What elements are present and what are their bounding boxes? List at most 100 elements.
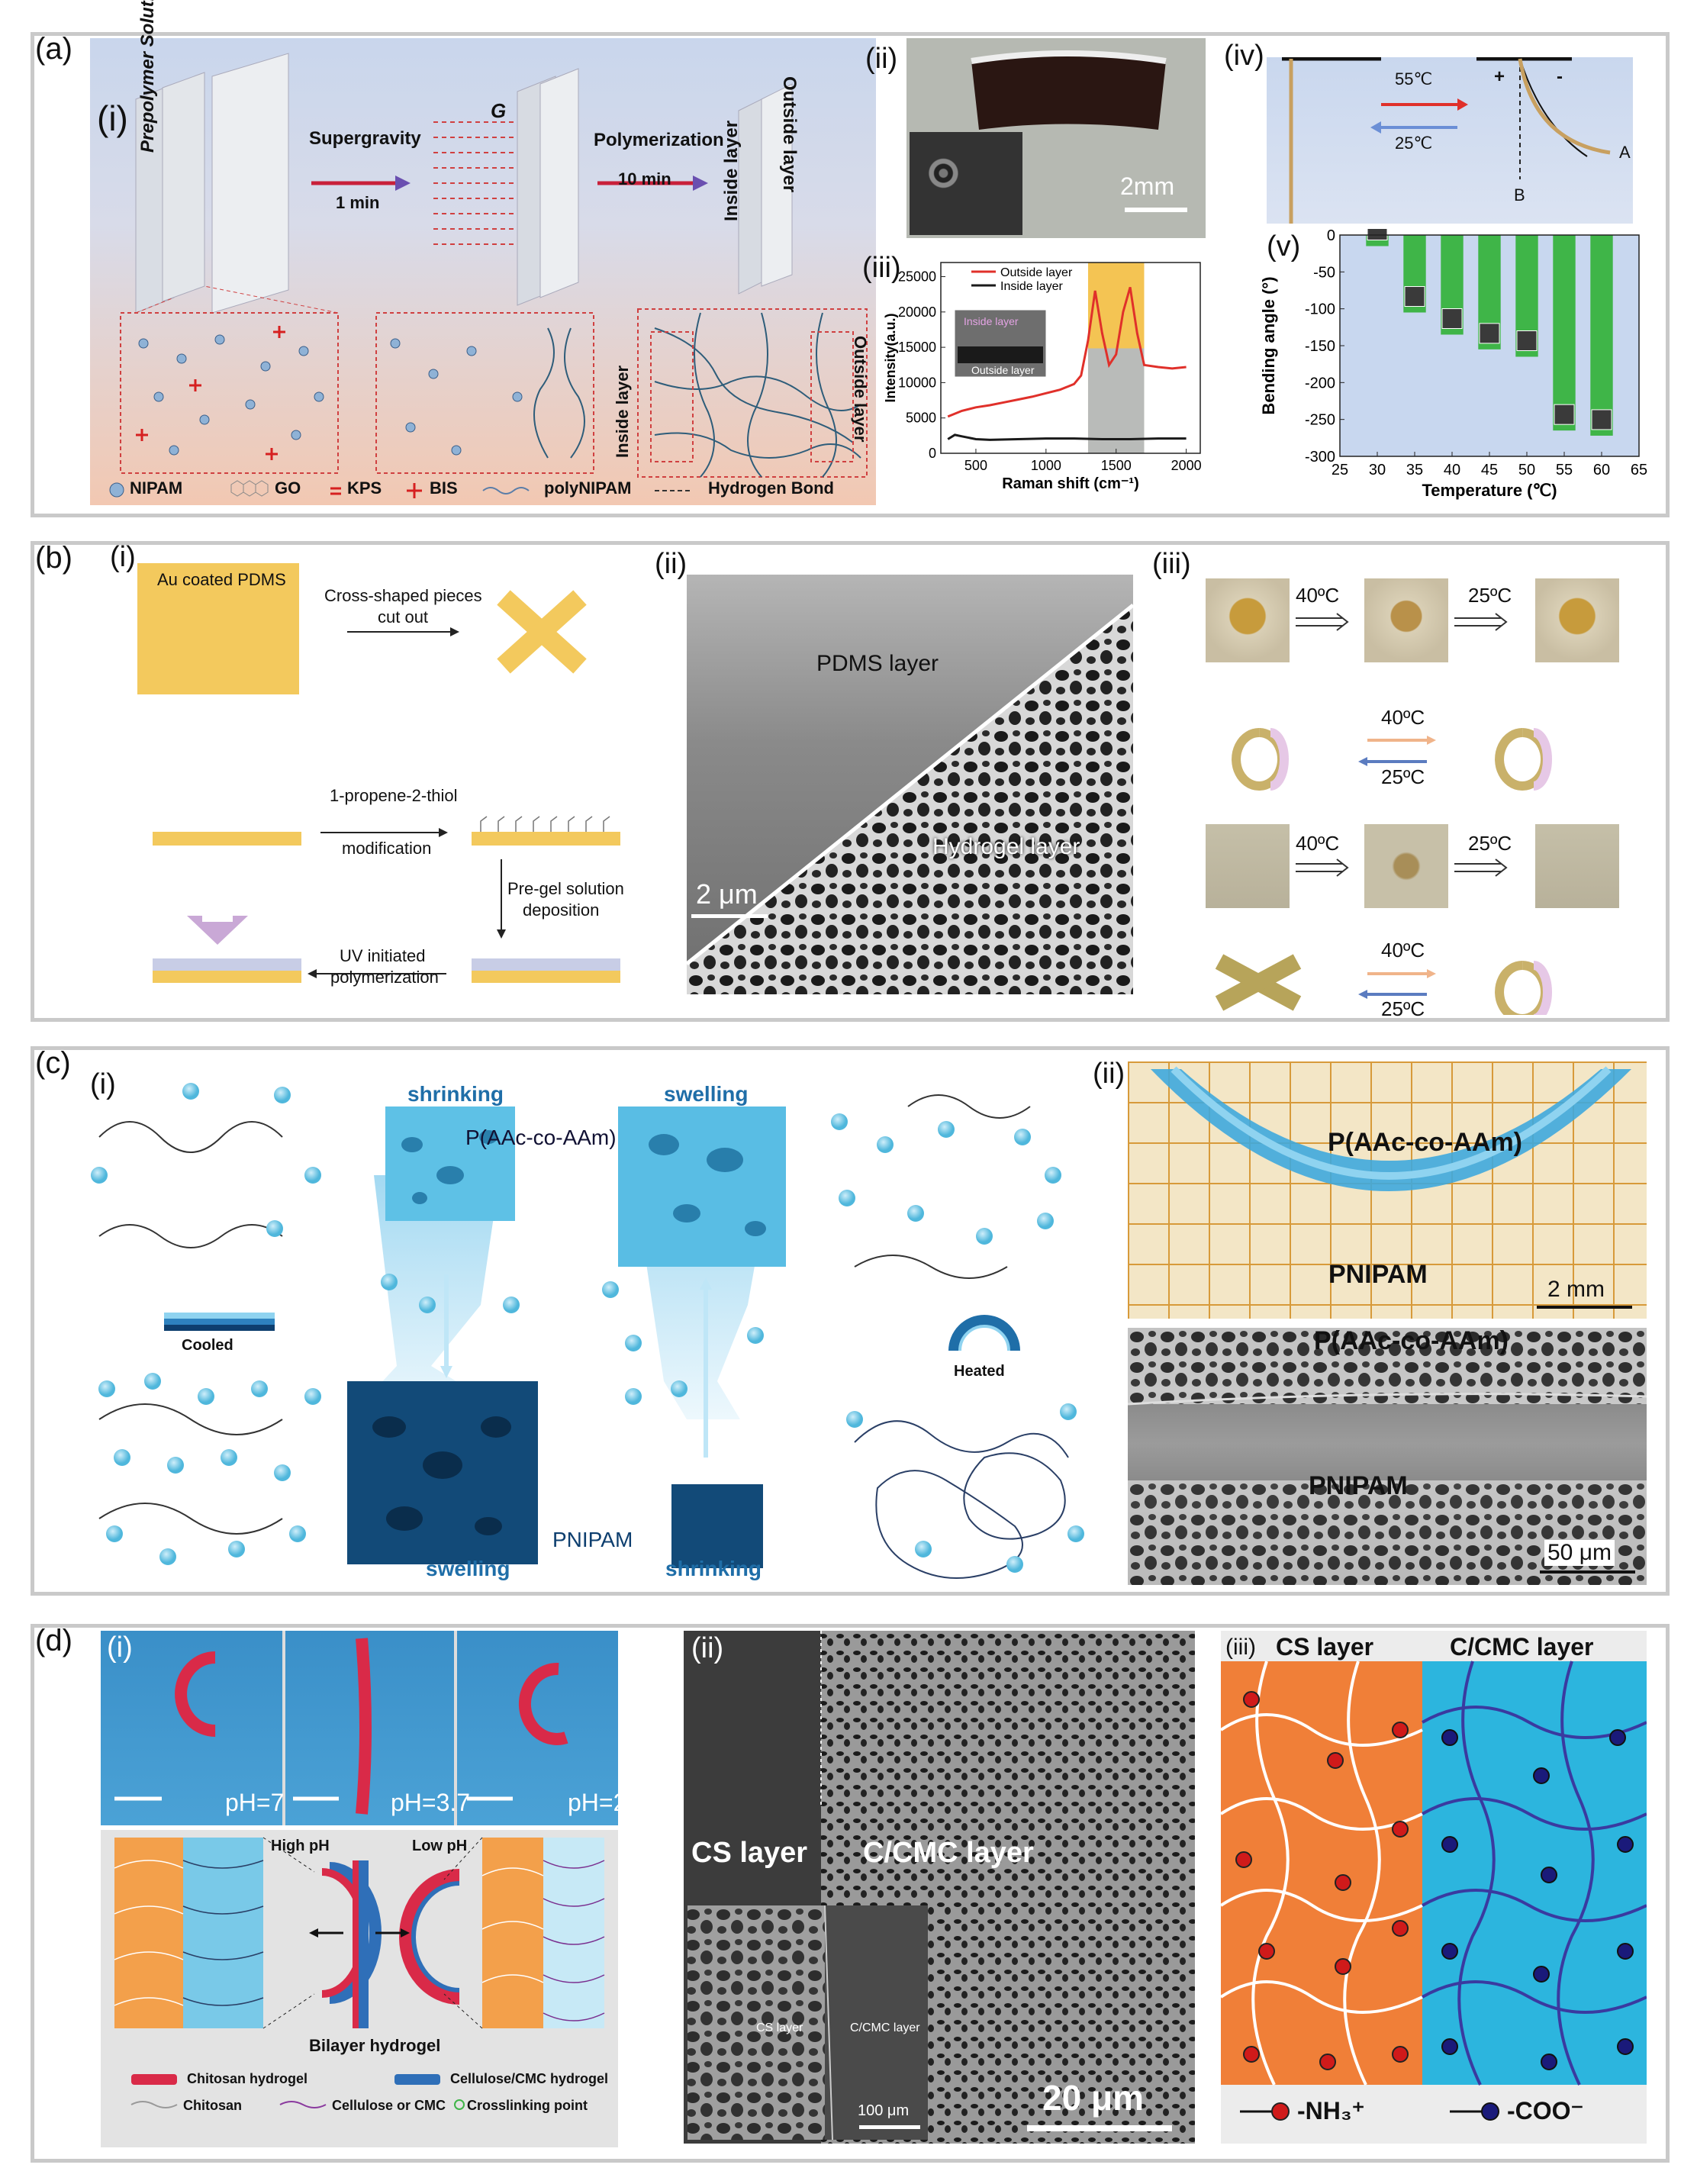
b-iii-temp-40-b: 40ºC	[1381, 706, 1425, 729]
panel-b-label: (b)	[35, 541, 72, 575]
bend-xtick-label: 30	[1369, 462, 1386, 478]
bend-bar-inset-photo	[1516, 330, 1538, 351]
point-b: B	[1514, 185, 1525, 205]
d-iii-ccmc-layer: C/CMC layer	[1450, 1633, 1594, 1661]
time-1min-label: 1 min	[336, 193, 380, 212]
sem-b-ii-svg	[687, 604, 1133, 994]
panel-c-label: (c)	[35, 1046, 71, 1080]
prepolymer-label: Prepolymer Solution	[137, 0, 158, 153]
bend-ytick-label: -200	[1305, 375, 1335, 391]
b-i-diagram	[153, 590, 620, 983]
raman-legend-label: Inside layer	[1000, 280, 1063, 293]
b-iii-label: (iii)	[1152, 548, 1191, 580]
b-iii-diagram	[1215, 613, 1552, 1015]
photo-a-ii: 2mm	[906, 38, 1206, 238]
raman-series-line-outside	[947, 286, 1187, 418]
d-ii-ccmc-small: C/CMC layer	[850, 2021, 920, 2034]
d-i-photos-svg	[114, 1631, 568, 1825]
bend-bar-inset-photo	[1404, 286, 1425, 307]
outside-layer-label: Outside layer	[779, 76, 800, 193]
d-ii-label: (ii)	[691, 1632, 724, 1664]
c-shrinking-top: shrinking	[407, 1082, 504, 1106]
diagram-a-iv: 55℃ 25℃ + - A B	[1267, 56, 1633, 224]
photo-b-iii-2	[1364, 578, 1448, 662]
propene-label-1: 1-propene-2-thiol	[330, 786, 458, 805]
d-ph7: pH=7	[225, 1789, 285, 1816]
pdms-layer-label: PDMS layer	[816, 651, 939, 676]
b-iii-temp-25-c: 25ºC	[1468, 832, 1512, 855]
scale-2um-b-ii: 2 μm	[696, 878, 758, 910]
d-iii-coo: -COO⁻	[1507, 2097, 1584, 2124]
au-pdms-block	[137, 563, 299, 694]
a-i-label: (i)	[97, 98, 128, 138]
bend-ylabel: Bending angle (°)	[1259, 276, 1278, 414]
bend-ytick-label: -250	[1305, 412, 1335, 429]
inside-layer-box-label: Inside layer	[613, 365, 632, 458]
c-i-label: (i)	[90, 1068, 116, 1100]
raman-xlabel: Raman shift (cm⁻¹)	[1002, 475, 1138, 492]
bend-xtick-label: 60	[1593, 462, 1610, 478]
au-pdms-label: Au coated PDMS	[157, 570, 286, 589]
c-swelling-top: swelling	[664, 1082, 749, 1106]
bend-xtick-label: 50	[1518, 462, 1535, 478]
raman-ytick-label: 25000	[898, 269, 936, 285]
d-legend-cellulose: Cellulose or CMC	[332, 2098, 446, 2113]
d-ii-scale-small: 100 μm	[858, 2102, 910, 2119]
sem-d-ii-svg	[684, 1631, 1195, 2144]
supergravity-label: Supergravity	[309, 128, 421, 149]
d-ii-scale-bar-small	[859, 2125, 920, 2129]
raman-highlight-band-lower	[1087, 348, 1145, 453]
d-high-ph: High pH	[271, 1838, 330, 1854]
bend-ytick-label: 0	[1327, 229, 1335, 244]
sem-c-ii-svg	[1128, 1328, 1647, 1585]
c-ii-scale-bar-bottom	[1540, 1570, 1635, 1574]
raman-inset-outside-label: Outside layer	[971, 364, 1035, 376]
b-iii-temp-25-b: 25ºC	[1381, 765, 1425, 788]
photo-c-ii-svg	[1151, 1066, 1631, 1191]
propene-label-2: modification	[342, 839, 432, 858]
raman-ytick-label: 15000	[898, 340, 936, 355]
c-i-diagram	[91, 1083, 1084, 1579]
c-ii-scale-bottom: 50 μm	[1544, 1540, 1615, 1566]
legend-hydrogen-bond: Hydrogen Bond	[708, 478, 834, 498]
sem-b-ii: PDMS layer Hydrogel layer 2 μm	[687, 575, 1133, 994]
c-heated-label: Heated	[954, 1363, 1005, 1380]
bend-bar-inset-photo	[1479, 323, 1500, 344]
time-10min-label: 10 min	[618, 169, 671, 188]
raman-ytick-label: 10000	[898, 375, 936, 390]
c-paac-label: P(AAc-co-AAm)	[465, 1126, 617, 1149]
d-legend-chitosan: Chitosan	[183, 2098, 243, 2113]
c-ii-scale-bar-top	[1537, 1306, 1632, 1309]
panel-d-label: (d)	[35, 1624, 72, 1657]
d-ii-cs-small: CS layer	[756, 2021, 803, 2034]
raman-legend-label: Outside layer	[1000, 266, 1073, 279]
b-iii-temp-40-a: 40ºC	[1296, 584, 1340, 607]
legend-polynipam: polyNIPAM	[544, 478, 632, 498]
minus-sign: -	[1557, 66, 1563, 87]
photo-c-ii: P(AAc-co-AAm) PNIPAM 2 mm	[1128, 1061, 1647, 1319]
c-ii-pnipam-photo: PNIPAM	[1328, 1260, 1428, 1289]
c-ii-pnipam-sem: PNIPAM	[1309, 1471, 1408, 1500]
uv-label-1: UV initiated	[340, 946, 426, 965]
cut-out-label: cut out	[378, 607, 429, 627]
temp-25: 25℃	[1395, 134, 1433, 153]
raman-xtick-label: 2000	[1171, 458, 1202, 473]
b-ii-label: (ii)	[655, 548, 687, 580]
d-low-ph: Low pH	[412, 1838, 468, 1854]
d-ii-scale-bar-big	[1027, 2125, 1172, 2131]
bend-xtick-label: 65	[1631, 462, 1647, 478]
raman-ylabel: Intensity(a.u.)	[883, 313, 898, 402]
d-i-label: (i)	[107, 1632, 133, 1664]
b-iii-temp-40-c: 40ºC	[1296, 832, 1340, 855]
temp-55: 55℃	[1395, 69, 1433, 89]
schematic-a-i	[90, 38, 876, 505]
bend-bar	[1553, 235, 1576, 431]
d-iii-diagram-svg	[1221, 1661, 1647, 2121]
c-shrinking-bottom: shrinking	[665, 1557, 762, 1580]
scale-bar-b-ii	[691, 914, 768, 918]
bend-ytick-label: -50	[1313, 264, 1335, 281]
legend-kps: KPS	[347, 478, 382, 498]
scale-bar-a-ii	[1125, 208, 1187, 212]
d-i-schematic-svg	[114, 1837, 605, 2110]
bend-xtick-label: 25	[1332, 462, 1348, 478]
